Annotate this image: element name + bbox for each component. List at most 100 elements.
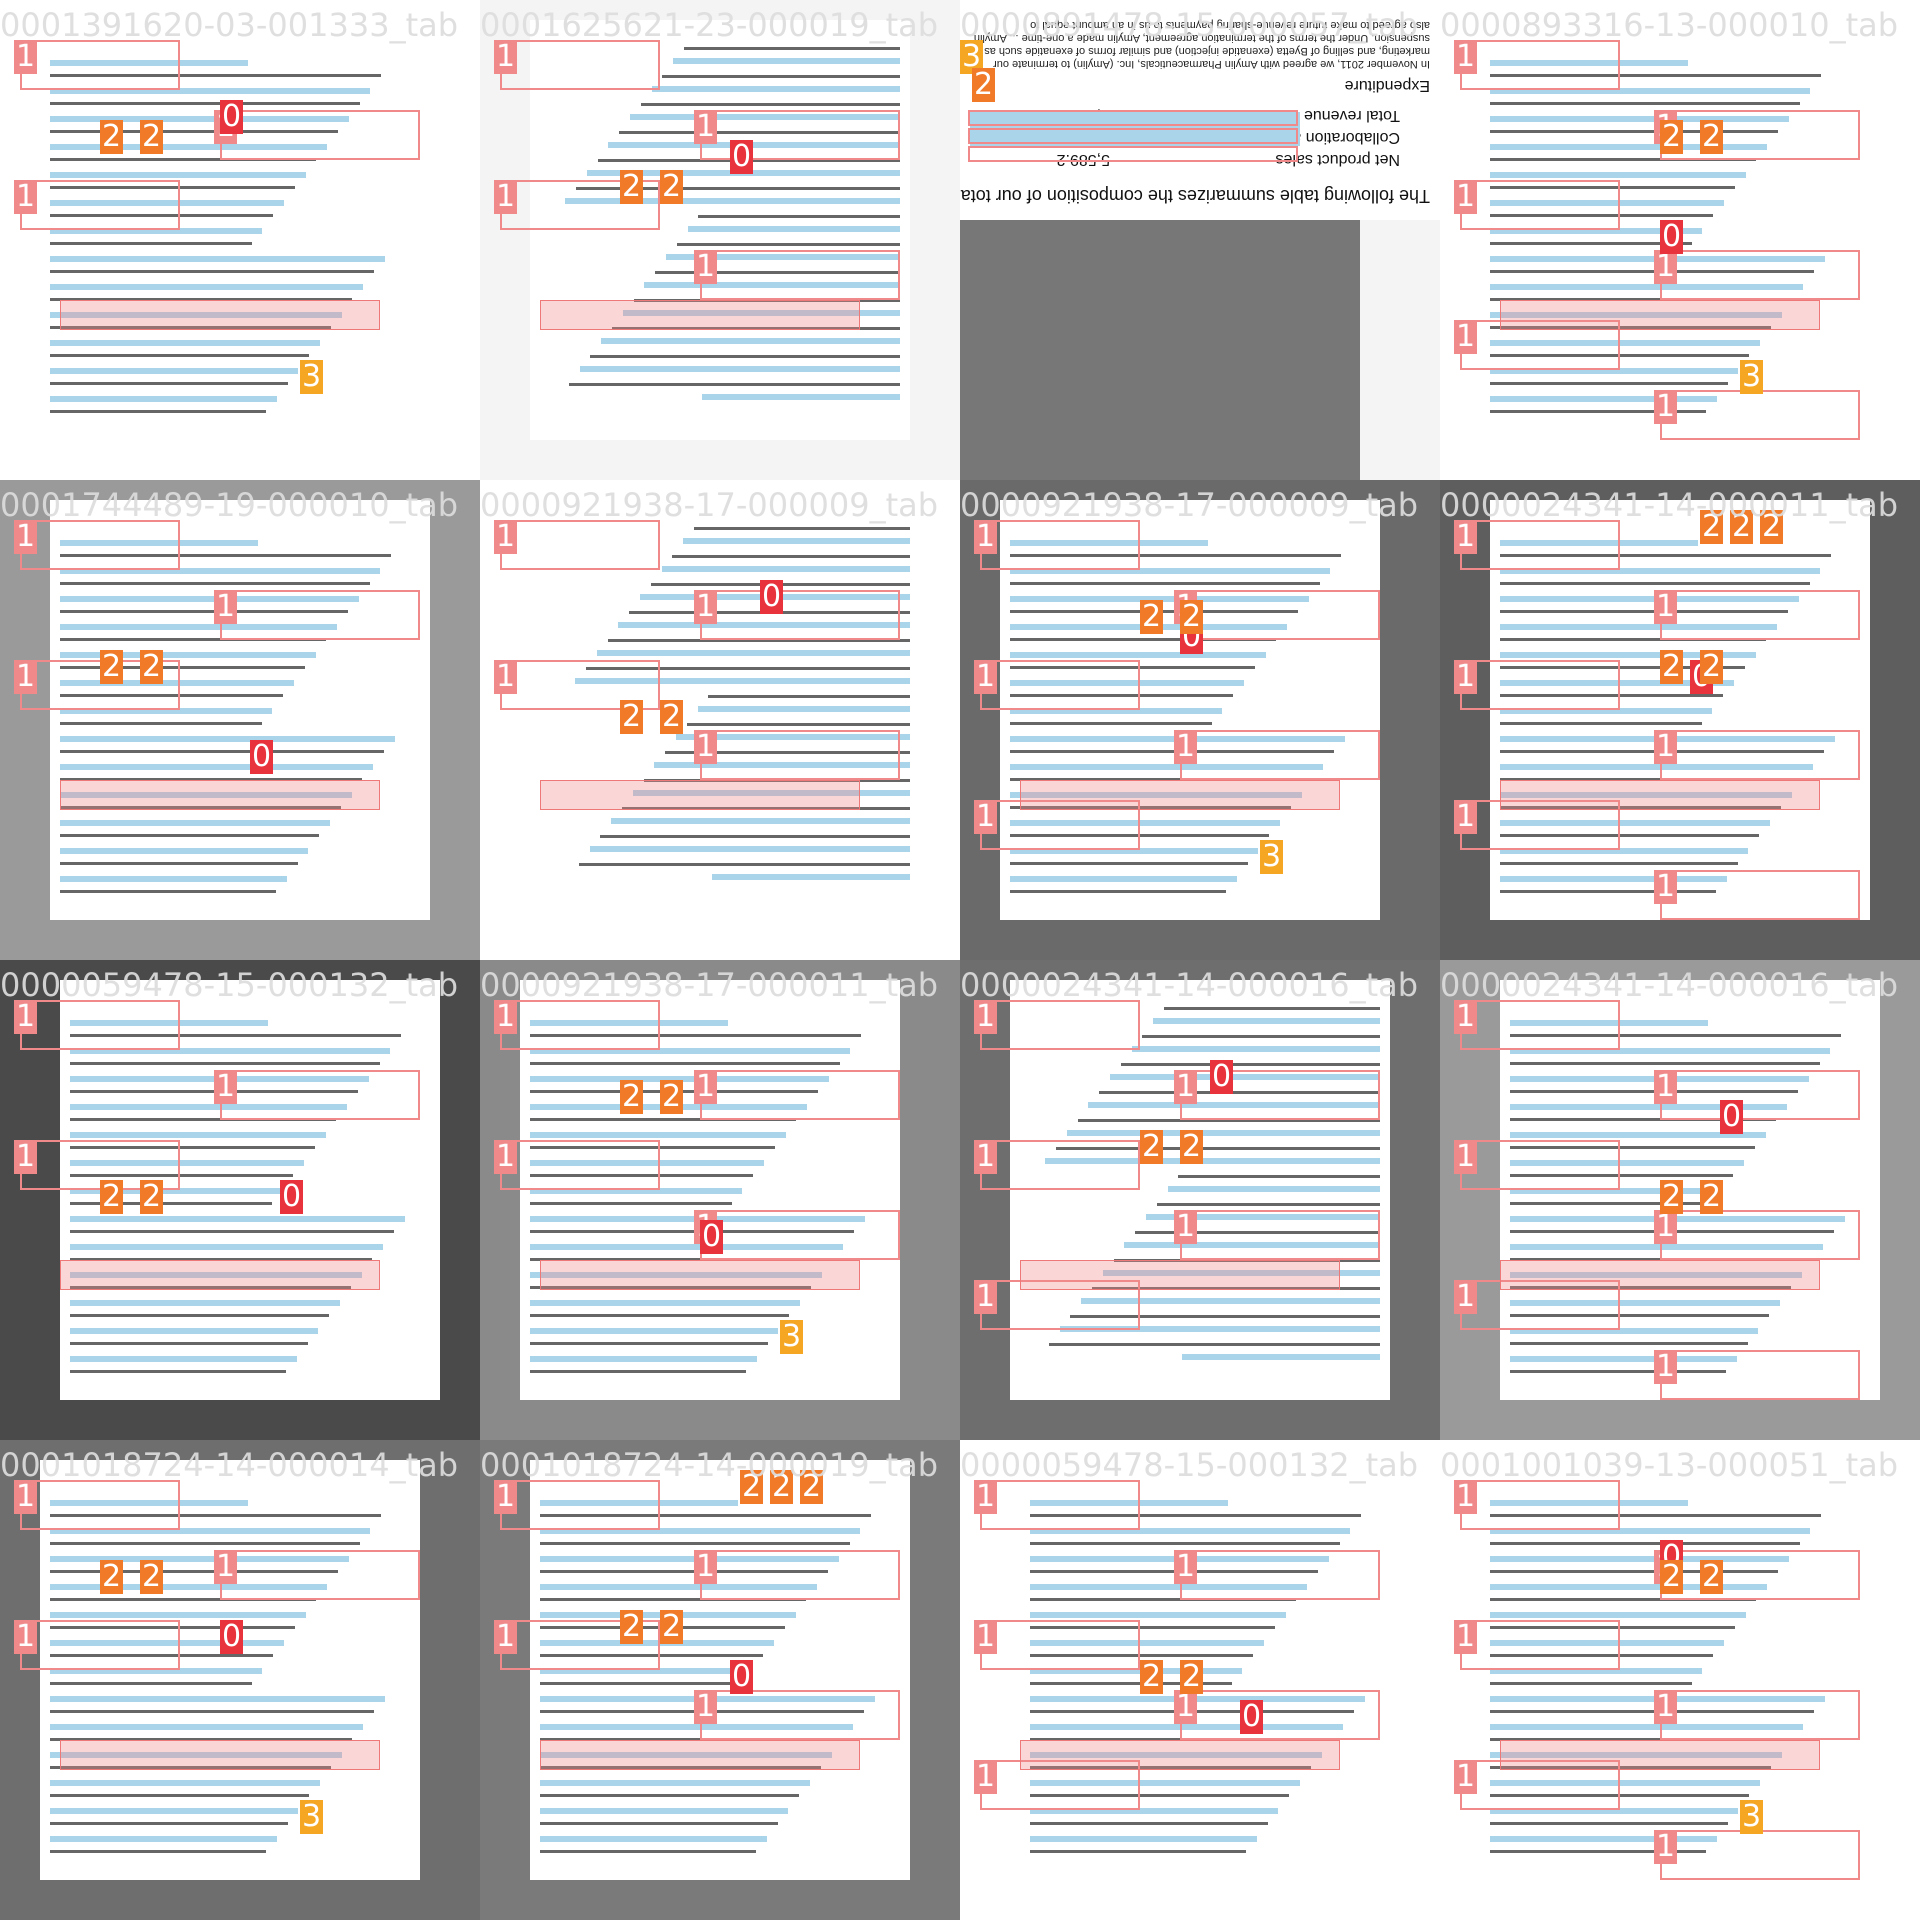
table-line [1490,1808,1739,1814]
region-label-1: 1 [494,179,518,214]
table-line [694,527,910,530]
region-label-2: 2 [1700,649,1724,684]
table-line [60,890,276,893]
region-label-1: 1 [694,1069,718,1104]
table-line [1490,1850,1706,1853]
region-box [1660,870,1860,920]
doc-text-section: Expenditure [1344,77,1430,94]
table-line [1010,890,1226,893]
table-line [1500,666,1745,669]
region-box [700,590,900,640]
region-fill [1020,780,1340,810]
table-line [60,554,392,557]
table-line [70,1216,405,1222]
table-line [673,58,900,64]
table-line [50,1710,374,1713]
table-line [530,1034,862,1037]
region-fill [540,1740,860,1770]
region-label-2: 2 [1730,509,1754,544]
table-line [540,1808,789,1814]
tile-title: 0000921938-17-000009_tab [480,486,939,524]
region-label-1: 1 [1454,1279,1478,1314]
region-label-2: 2 [620,1079,644,1114]
table-line [50,144,328,150]
table-line [70,1020,268,1026]
table-line [50,1570,338,1573]
region-box [700,1210,900,1260]
table-line [1500,638,1767,641]
region-label-3: 3 [300,1799,324,1834]
document-page [1500,980,1880,1400]
table-line [1500,862,1738,865]
table-line [596,650,910,656]
table-line [70,1048,391,1054]
tile-title: 0000059478-15-000132_tab [0,966,459,1004]
table-line [1490,1654,1714,1657]
region-box [1460,660,1620,710]
table-line [1490,382,1728,385]
table-line [50,1584,328,1590]
table-line [1490,1752,1782,1758]
region-box [500,520,660,570]
table-line [50,158,317,161]
table-line [60,778,363,781]
region-label-2: 2 [1180,599,1204,634]
table-line [1510,1034,1842,1037]
region-box [20,1480,180,1530]
table-line [50,1500,248,1506]
table-line [601,338,900,344]
table-line [540,1822,778,1825]
region-box [1660,1550,1860,1600]
region-label-1: 1 [494,1139,518,1174]
region-box [700,250,900,300]
table-line [50,354,310,357]
tile-title: 0000059478-15-000132_tab [960,1446,1419,1484]
table-line [1500,694,1724,697]
table-line [578,863,910,866]
region-box [1460,1000,1620,1050]
region-label-0: 0 [1660,219,1684,254]
table-line [530,1188,743,1194]
region-label-2: 2 [1180,1659,1204,1694]
table-line [1490,312,1782,318]
table-line [1500,568,1821,574]
table-line [1500,554,1832,557]
table-line [1030,1514,1362,1517]
table-line [1010,540,1208,546]
region-box [1660,730,1860,780]
table-line [1030,1654,1254,1657]
table-line [50,1626,295,1629]
table-line [1510,1272,1802,1278]
table-line [540,1780,810,1786]
table-line [1510,1174,1734,1177]
table-line [50,1752,342,1758]
table-line [50,60,248,66]
table-line [50,1850,266,1853]
region-fill [60,1260,380,1290]
table-line [60,680,294,686]
tile-title: 0001001039-13-000051_tab [1440,1446,1899,1484]
table-line [50,102,360,105]
region-label-1: 1 [1454,1479,1478,1514]
table-line [1030,1640,1264,1646]
region-label-1: 1 [1454,799,1478,834]
tile-title: 0000891478-15-000057_tab [960,6,1419,44]
table-line [1490,88,1811,94]
table-line [530,1076,829,1082]
region-box [1660,1830,1860,1880]
table-line [70,1328,319,1334]
table-line [1010,666,1255,669]
table-line [1500,624,1778,630]
table-line [579,366,900,372]
table-line [70,1202,272,1205]
region-label-2: 2 [1660,1179,1684,1214]
table-line [1010,652,1266,658]
table-line [540,1514,872,1517]
region-box [1180,1550,1380,1600]
table-line [50,1794,310,1797]
table-line [1030,1808,1279,1814]
region-label-1: 1 [494,659,518,694]
table-line [1490,228,1703,234]
tile-t13: 1111110222220000024341-14-000011_tab [1440,480,1920,960]
